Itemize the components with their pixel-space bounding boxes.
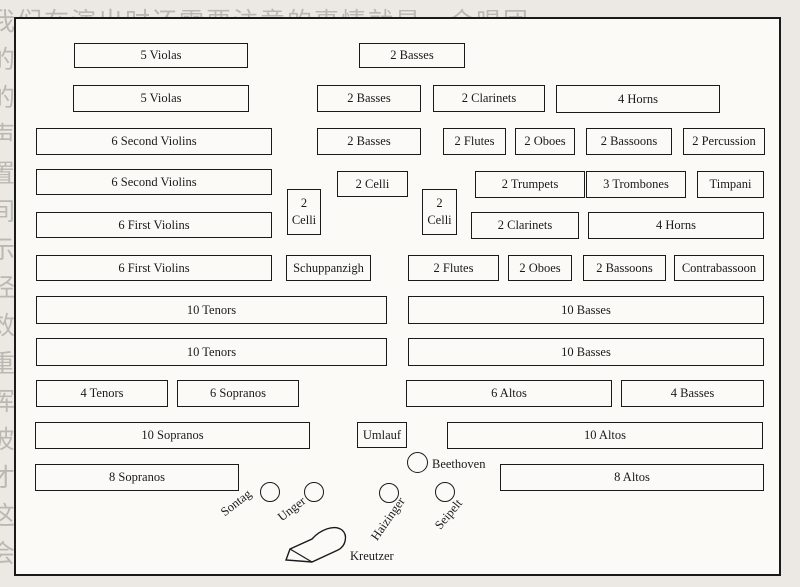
section-10-sopranos: 10 Sopranos (35, 422, 310, 449)
section-10-altos: 10 Altos (447, 422, 763, 449)
sontag-marker (260, 482, 280, 502)
seipelt-marker (435, 482, 455, 502)
section-2-flutes: 2 Flutes (443, 128, 506, 155)
haizinger-marker (379, 483, 399, 503)
section-2-basses: 2 Basses (317, 85, 421, 112)
celli-left-label: Celli (291, 213, 317, 227)
section-4-horns: 4 Horns (556, 85, 720, 113)
section-6-second-violins-b: 6 Second Violins (36, 169, 272, 195)
section-6-first-violins-b: 6 First Violins (36, 255, 272, 281)
section-4-tenors: 4 Tenors (36, 380, 168, 407)
section-2-clarinets: 2 Clarinets (433, 85, 545, 112)
celli-right-number: 2 (436, 196, 443, 210)
section-timpani: Timpani (697, 171, 764, 198)
section-contrabassoon: Contrabassoon (674, 255, 764, 281)
section-8-sopranos: 8 Sopranos (35, 464, 239, 491)
beethoven-label: Beethoven (432, 457, 486, 471)
section-2-celli-right: 2 Celli (422, 189, 457, 235)
conductor-umlauf: Umlauf (357, 422, 407, 448)
section-2-clarinets-b: 2 Clarinets (471, 212, 579, 239)
section-2-basses-third: 2 Basses (317, 128, 421, 155)
section-2-oboes: 2 Oboes (515, 128, 575, 155)
schuppanzigh: Schuppanzigh (286, 255, 371, 281)
section-8-altos: 8 Altos (500, 464, 764, 491)
section-2-celli: 2 Celli (337, 171, 408, 197)
section-2-percussion: 2 Percussion (683, 128, 765, 155)
section-3-trombones: 3 Trombones (586, 171, 686, 198)
section-6-sopranos: 6 Sopranos (177, 380, 299, 407)
section-10-tenors: 10 Tenors (36, 296, 387, 324)
section-2-basses-top: 2 Basses (359, 43, 465, 68)
section-2-bassoons: 2 Bassoons (586, 128, 672, 155)
section-2-trumpets: 2 Trumpets (475, 171, 585, 198)
kreutzer-label: Kreutzer (350, 549, 394, 563)
section-6-altos: 6 Altos (406, 380, 612, 407)
section-4-basses: 4 Basses (621, 380, 764, 407)
section-10-basses-b: 10 Basses (408, 338, 764, 366)
section-4-horns-b: 4 Horns (588, 212, 764, 239)
section-6-second-violins: 6 Second Violins (36, 128, 272, 155)
section-5-violas: 5 Violas (73, 85, 249, 112)
section-5-violas-top: 5 Violas (74, 43, 248, 68)
section-2-celli-left: 2 Celli (287, 189, 321, 235)
section-6-first-violins: 6 First Violins (36, 212, 272, 238)
piano-icon (285, 526, 347, 563)
section-2-oboes-b: 2 Oboes (508, 255, 572, 281)
unger-marker (304, 482, 324, 502)
section-10-basses: 10 Basses (408, 296, 764, 324)
section-2-flutes-b: 2 Flutes (408, 255, 499, 281)
celli-right-label: Celli (427, 213, 452, 227)
section-2-bassoons-b: 2 Bassoons (583, 255, 666, 281)
beethoven-marker (407, 452, 428, 473)
celli-left-number: 2 (300, 196, 308, 210)
section-10-tenors-b: 10 Tenors (36, 338, 387, 366)
